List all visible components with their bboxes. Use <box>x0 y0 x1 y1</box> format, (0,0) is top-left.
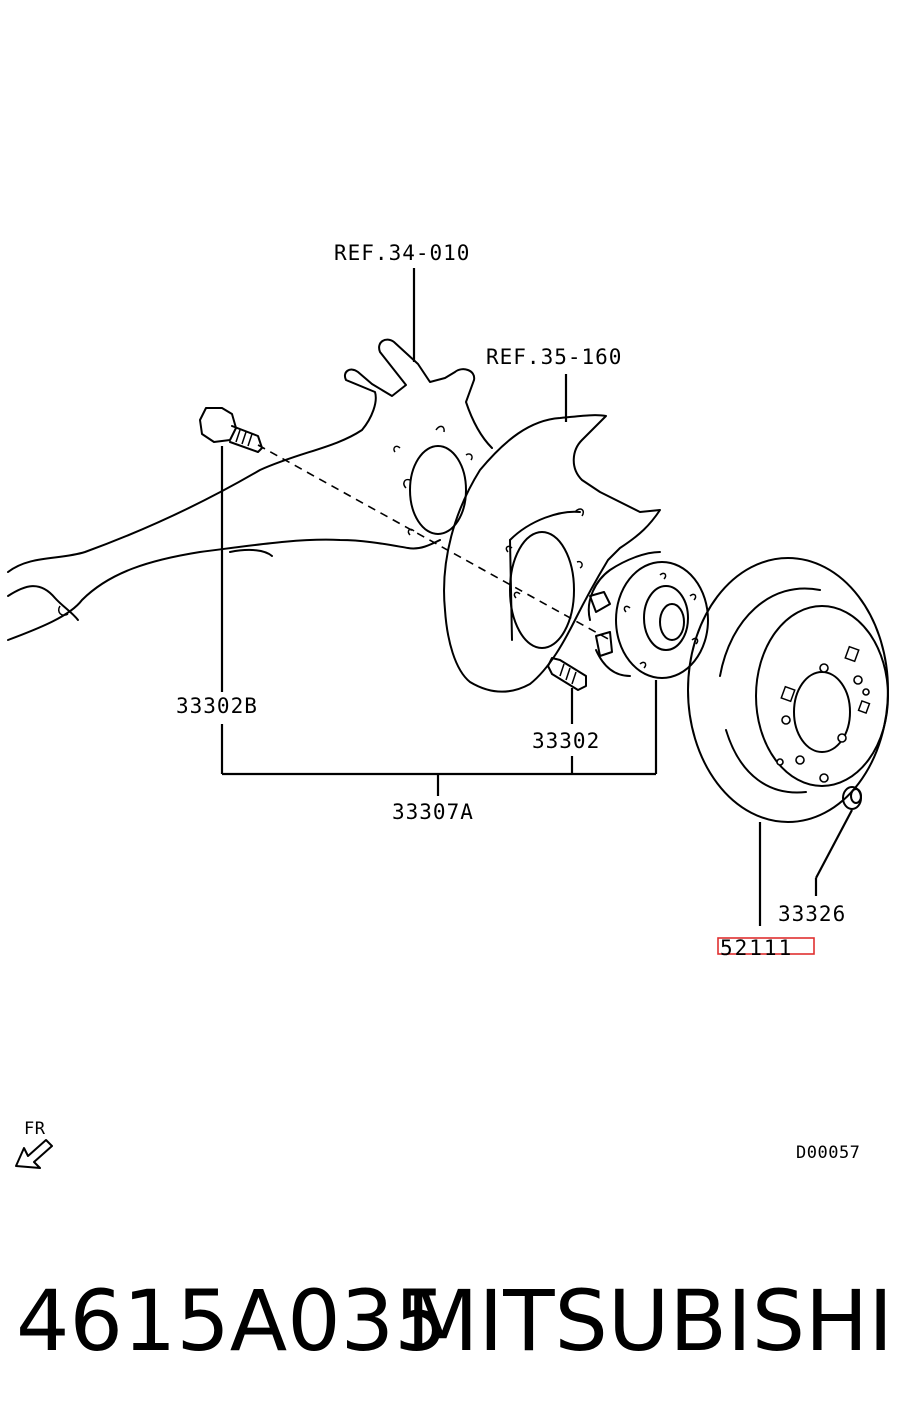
label-ref-35-160: REF.35-160 <box>486 345 622 369</box>
diagram-code: D00057 <box>796 1143 860 1163</box>
label-33326: 33326 <box>778 902 846 926</box>
assembly-axis-line <box>257 444 611 641</box>
backing-plate-drawing <box>443 414 661 693</box>
label-33302B: 33302B <box>176 694 258 718</box>
label-33302: 33302 <box>532 729 600 753</box>
label-52111: 52111 <box>720 936 793 960</box>
front-arrow-icon <box>15 1139 53 1169</box>
wheel-hub-drawing <box>587 551 709 679</box>
brand-name: MITSUBISHI <box>405 1272 893 1370</box>
highlight-box-52111 <box>717 937 815 955</box>
fr-label: FR <box>24 1119 46 1139</box>
stud-bolt-drawing <box>547 657 587 691</box>
footer-caption: 4615A035 MITSUBISHI <box>16 1266 893 1376</box>
front-direction-marker: FR <box>15 1119 53 1169</box>
knuckle-arm-drawing <box>7 338 493 641</box>
label-ref-34-010: REF.34-010 <box>334 241 470 265</box>
label-33307A: 33307A <box>392 800 474 824</box>
hub-bolt-drawing <box>199 407 263 453</box>
brake-disc-drawing <box>687 557 889 823</box>
leader-lines <box>220 268 853 926</box>
lug-nut-drawing <box>842 786 862 810</box>
part-number: 4615A035 <box>16 1272 448 1370</box>
